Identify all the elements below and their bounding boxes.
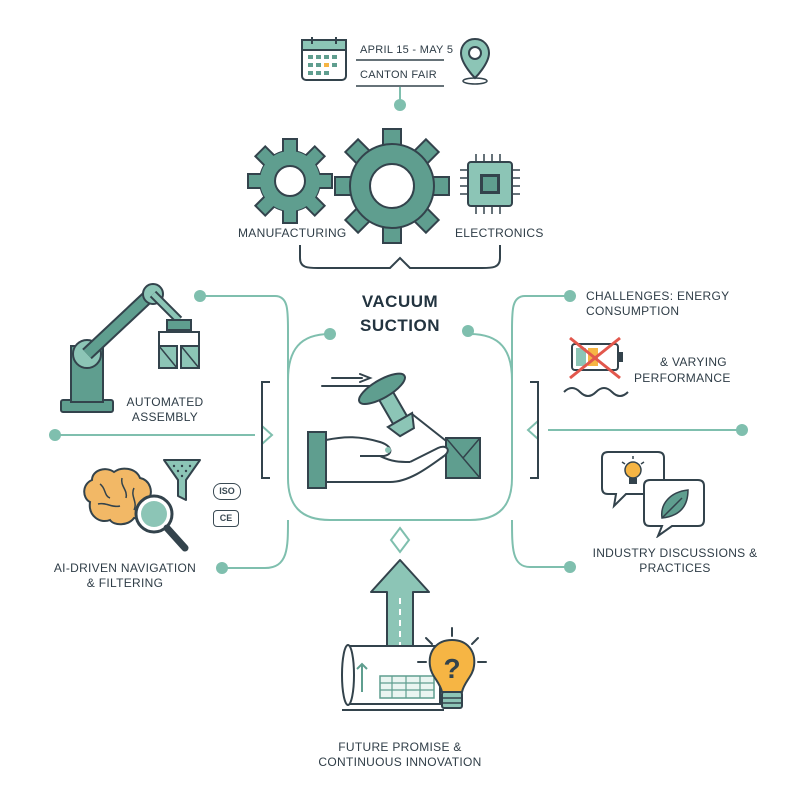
magnifier-icon <box>134 494 189 552</box>
location-pin-icon <box>459 37 491 85</box>
chat-bubbles-icon <box>601 451 705 538</box>
discussions-line2: PRACTICES <box>639 561 711 575</box>
challenges-line1: CHALLENGES: ENERGY <box>586 289 730 303</box>
automated-assembly-line2: ASSEMBLY <box>131 410 199 424</box>
ai-navigation-line2: & FILTERING <box>86 576 164 590</box>
iso-badge: ISO <box>213 483 241 500</box>
manufacturing-label: MANUFACTURING <box>238 226 347 240</box>
challenges-line3: & VARYING <box>660 355 727 369</box>
challenges-line4: PERFORMANCE <box>634 371 731 385</box>
electronics-label: ELECTRONICS <box>455 226 544 240</box>
center-title-line2: SUCTION <box>360 316 440 335</box>
battery-crossed-icon <box>563 336 629 397</box>
event-box: APRIL 15 - MAY 5 CANTON FAIR <box>296 30 453 88</box>
brain-icon <box>83 467 152 526</box>
gear-icon-large <box>334 128 450 244</box>
microchip-icon <box>460 154 520 214</box>
future-line1: FUTURE PROMISE & <box>338 740 462 754</box>
ai-navigation-line1: AI-DRIVEN NAVIGATION <box>53 561 197 575</box>
vacuum-suction-hand-icon <box>307 372 481 489</box>
future-line2: CONTINUOUS INNOVATION <box>318 755 482 769</box>
calendar-icon <box>301 37 347 81</box>
automated-assembly-line1: AUTOMATED <box>126 395 204 409</box>
lightbulb-question-icon: ? <box>417 627 487 709</box>
event-dates: APRIL 15 - MAY 5 <box>360 44 454 56</box>
discussions-line1: INDUSTRY DISCUSSIONS & <box>592 546 758 560</box>
svg-text:?: ? <box>443 653 460 684</box>
center-title-line1: VACUUM <box>361 292 439 311</box>
ce-badge: CE <box>213 510 239 527</box>
challenges-line2: CONSUMPTION <box>586 304 680 318</box>
event-name: CANTON FAIR <box>360 69 438 81</box>
gear-icon-small <box>247 138 333 224</box>
robotic-arm-icon <box>60 283 200 413</box>
blueprint-scroll-icon <box>341 644 444 711</box>
filter-funnel-icon <box>163 459 201 501</box>
